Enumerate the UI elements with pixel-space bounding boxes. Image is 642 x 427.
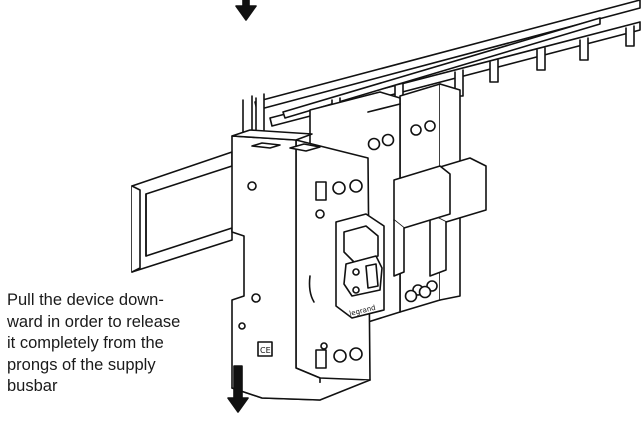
instruction-caption: Pull the device down- ward in order to r… xyxy=(7,290,237,398)
breaker-device xyxy=(231,129,385,401)
din-rail xyxy=(131,151,233,273)
arrow-down-icon xyxy=(227,365,249,413)
caption-line: Pull the device down- xyxy=(7,291,164,309)
ce-mark: CE xyxy=(260,346,271,355)
caption-line: prongs of the supply xyxy=(7,355,156,374)
caption-line: it completely from the xyxy=(7,334,164,352)
caption-line: busbar xyxy=(7,377,58,395)
arrow-down-icon xyxy=(235,0,257,21)
caption-line: ward in order to release xyxy=(7,312,181,331)
